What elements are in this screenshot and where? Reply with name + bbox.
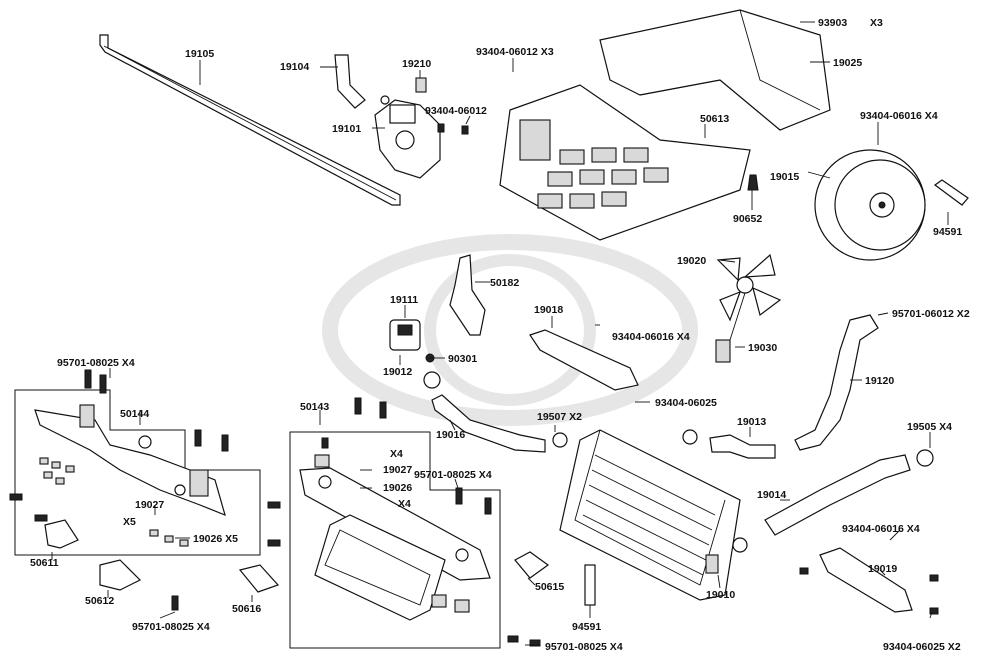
- clamps-19505: [732, 449, 934, 553]
- group-box-50143: [289, 431, 501, 649]
- label-19016: 19016: [436, 429, 465, 441]
- label-95701-08025-x4-d: 95701-08025 X4: [545, 641, 623, 653]
- label-90652: 90652: [733, 213, 762, 225]
- label-93404-06016-x4-top: 93404-06016 X4: [860, 110, 938, 122]
- label-93404-06025: 93404-06025: [655, 397, 717, 409]
- label-94591-bottom: 94591: [572, 621, 601, 633]
- label-19030: 19030: [748, 342, 777, 354]
- label-50615: 50615: [535, 581, 564, 593]
- watermark-logo: [322, 234, 698, 426]
- label-90301: 90301: [448, 353, 477, 365]
- hose-19013: [709, 434, 776, 459]
- label-50143: 50143: [300, 401, 329, 413]
- shroud-19025: [599, 9, 831, 131]
- frame-50143: [299, 454, 491, 621]
- rod-19105: [99, 34, 401, 206]
- label-19014: 19014: [757, 489, 786, 501]
- leader-lines: [51, 21, 949, 646]
- label-95701-08025-x4-b: 95701-08025 X4: [414, 469, 492, 481]
- bracket-50611: [44, 519, 79, 549]
- bracket-50615: [514, 551, 550, 579]
- label-50613: 50613: [700, 113, 729, 125]
- label-50611: 50611: [30, 557, 59, 569]
- bolts-50143: [321, 397, 492, 515]
- bolts-19019: [799, 567, 939, 615]
- clip-90652: [747, 174, 759, 191]
- strap-94591-top: [933, 179, 969, 206]
- label-19012: 19012: [383, 366, 412, 378]
- bracket-19101: [374, 77, 441, 179]
- skid-plate-50613: [499, 84, 751, 241]
- label-19019: 19019: [868, 563, 897, 575]
- hose-19104: [334, 54, 366, 109]
- bolts-50616: [267, 501, 281, 547]
- label-93404-06025-x2: 93404-06025 X2: [883, 641, 961, 653]
- pipe-19120: [794, 314, 879, 451]
- label-19027-mid: 19027: [383, 464, 412, 476]
- label-19026-x5: 19026 X5: [193, 533, 238, 545]
- label-19507-x2: 19507 X2: [537, 411, 582, 423]
- label-19120: 19120: [865, 375, 894, 387]
- label-93903: 93903: [818, 17, 847, 29]
- label-19026-mid: 19026: [383, 482, 412, 494]
- label-19020: 19020: [677, 255, 706, 267]
- label-19025: 19025: [833, 57, 862, 69]
- label-19111: 19111: [390, 294, 418, 306]
- strap-94591-bottom: [584, 564, 596, 606]
- label-50612: 50612: [85, 595, 114, 607]
- label-19010: 19010: [706, 589, 735, 601]
- label-95701-08025-x4-a: 95701-08025 X4: [57, 357, 135, 369]
- screws-93404-06012: [437, 123, 469, 135]
- bracket-50144: [34, 404, 226, 517]
- bracket-50612: [99, 559, 142, 591]
- bracket-50616: [238, 564, 280, 593]
- label-19018: 19018: [534, 304, 563, 316]
- label-50182: 50182: [490, 277, 519, 289]
- bracket-19019: [819, 547, 913, 613]
- label-93903-qty: X3: [870, 17, 883, 29]
- label-x4-b: X4: [398, 498, 411, 510]
- bolts-bottom-center: [507, 635, 541, 647]
- label-93404-06012-x3: 93404-06012 X3: [476, 46, 554, 58]
- label-19013: 19013: [737, 416, 766, 428]
- bracket-50182: [449, 254, 486, 336]
- label-19101: 19101: [332, 123, 361, 135]
- clamps-19507: [552, 429, 698, 448]
- label-x4-a: X4: [390, 448, 403, 460]
- fan-19020: [715, 253, 782, 363]
- label-93404-06016-x4-bottom: 93404-06016 X4: [842, 523, 920, 535]
- bolts-95701-08025-left: [84, 369, 229, 452]
- grommets-19027-left: [39, 457, 189, 547]
- label-19105: 19105: [185, 48, 214, 60]
- label-95701-06012-x2: 95701-06012 X2: [892, 308, 970, 320]
- label-94591-top: 94591: [933, 226, 962, 238]
- part-labels: 19105 19104 19210 93404-06012 19101 9340…: [30, 17, 970, 653]
- radiator-19010: [559, 429, 741, 601]
- label-93404-06016-x4-mid: 93404-06016 X4: [612, 331, 690, 343]
- label-50616: 50616: [232, 603, 261, 615]
- label-50144: 50144: [120, 408, 149, 420]
- bolt-95701-08025-bottom: [171, 595, 179, 611]
- label-19027-left: 19027: [135, 499, 164, 511]
- label-95701-08025-x4-c: 95701-08025 X4: [132, 621, 210, 633]
- label-19104: 19104: [280, 61, 309, 73]
- fan-cover-19015: [814, 149, 926, 261]
- label-19210: 19210: [402, 58, 431, 70]
- label-93404-06012: 93404-06012: [425, 105, 487, 117]
- hose-19014: [764, 454, 911, 536]
- bolts-50611: [9, 493, 48, 522]
- label-19015: 19015: [770, 171, 799, 183]
- label-x5: X5: [123, 516, 136, 528]
- bracket-19018: [529, 329, 639, 391]
- label-19505-x4: 19505 X4: [907, 421, 952, 433]
